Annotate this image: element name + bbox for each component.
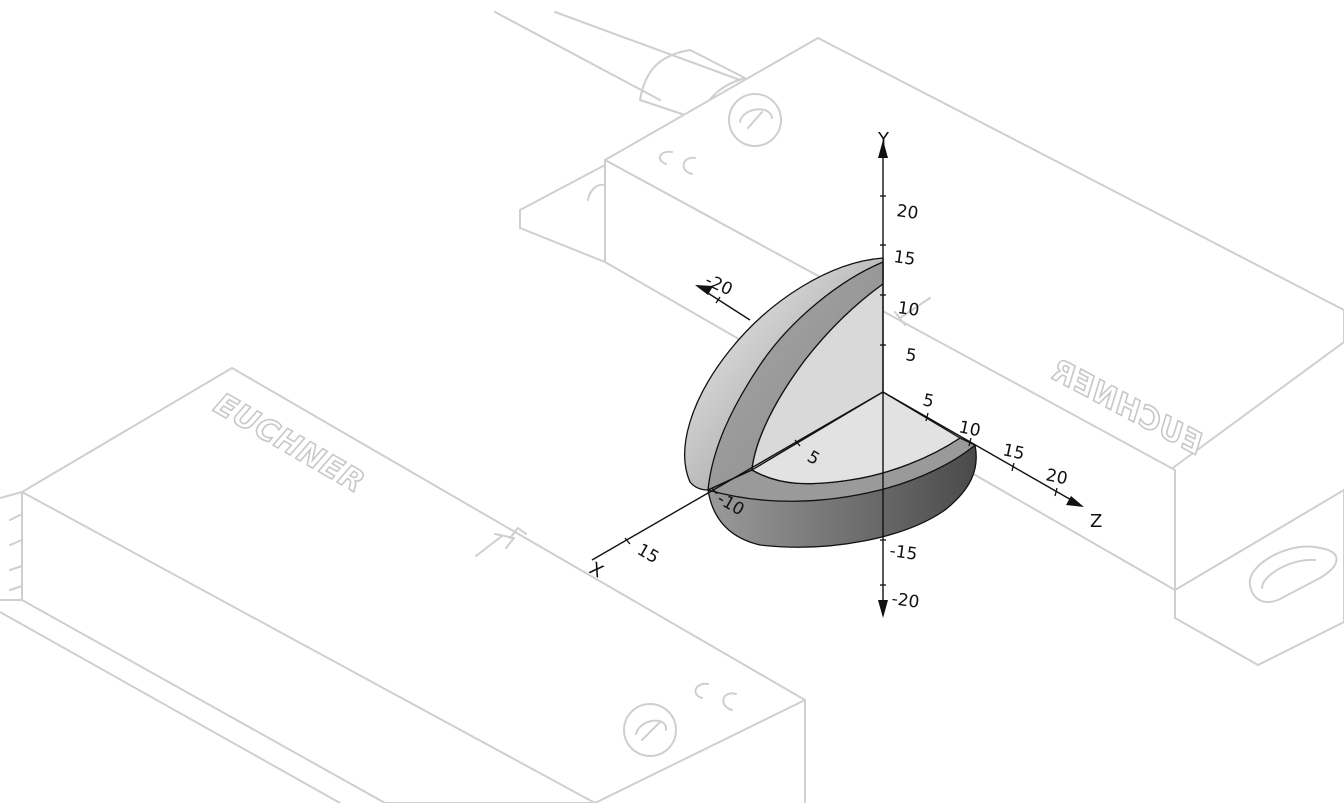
logo-circle-bottom <box>623 703 677 757</box>
y-tick-label: 5 <box>904 345 918 366</box>
y-tick-label: 10 <box>896 298 920 321</box>
x-tick <box>711 487 718 495</box>
neg-x-axis-arrow <box>695 285 713 295</box>
right-sensor-housing: EUCHNER <box>494 11 1344 666</box>
z-axis-ticks: 5 10 15 20 <box>921 390 1069 497</box>
x-tick <box>624 537 631 545</box>
z-tick-label: 15 <box>1001 440 1026 464</box>
y-tick-label: -15 <box>888 541 918 565</box>
z-tick <box>925 412 929 422</box>
ce-mark-top <box>658 150 696 175</box>
logo-symbol-top <box>739 108 773 129</box>
y-tick-label: 15 <box>892 247 916 270</box>
y-axis-arrow-up <box>878 140 888 158</box>
end-grooves <box>9 513 23 591</box>
neg-x-tick <box>715 296 721 304</box>
switching-zone-solid <box>684 257 977 548</box>
marking-arrow <box>894 297 931 326</box>
y-tick-label: -20 <box>890 589 920 613</box>
y-axis-label: Y <box>877 129 890 150</box>
cable <box>494 11 741 101</box>
x-tick <box>794 439 801 447</box>
notch <box>509 527 527 539</box>
x-axis-line <box>591 391 884 561</box>
zone-inner-face-vertical <box>751 283 884 471</box>
logo-symbol-bottom <box>635 719 667 741</box>
z-tick-label: 10 <box>957 417 982 441</box>
y-axis-ticks: 20 15 10 5 -15 -20 <box>880 195 921 613</box>
left-sensor-housing: EUCHNER <box>0 367 806 803</box>
z-tick <box>1011 462 1015 472</box>
left-housing-front <box>21 491 596 803</box>
mounting-flange-left <box>519 164 606 263</box>
z-tick-label: 5 <box>921 390 936 412</box>
ce-mark-bottom <box>694 682 737 711</box>
z-tick-label: 20 <box>1044 465 1069 489</box>
zone-inner-face-horizontal <box>751 391 961 485</box>
z-tick <box>1054 487 1058 497</box>
flange-hole <box>1248 545 1338 604</box>
z-axis-arrow <box>1066 496 1084 507</box>
logo-circle-top <box>728 93 782 147</box>
mounting-flange-right <box>1174 489 1344 666</box>
axis-system: Y Z X 20 15 10 5 -15 -20 <box>586 129 1102 618</box>
y-axis-arrow-down <box>878 600 888 618</box>
y-tick-label: 20 <box>895 201 919 224</box>
z-axis-line <box>882 391 1081 506</box>
z-axis-label: Z <box>1090 511 1102 532</box>
direction-arrow <box>475 533 515 557</box>
x-tick-label: 15 <box>634 540 663 568</box>
flange-hole-inner <box>1261 558 1316 589</box>
z-tick <box>968 437 972 447</box>
left-housing-edge <box>0 491 341 803</box>
